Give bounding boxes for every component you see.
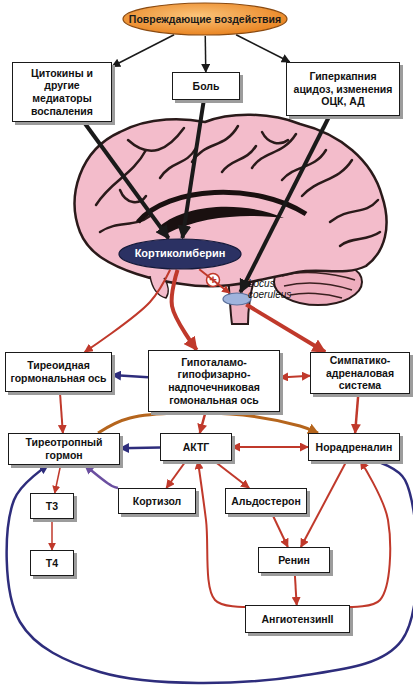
arrow-connector — [112, 375, 148, 377]
process-box: Цитокины и другие медиаторы воспаления — [12, 62, 112, 122]
nucleus-label: Locus coeruleus — [248, 278, 304, 300]
arrow-connector — [55, 465, 61, 493]
node-label: Цитокины и другие медиаторы воспаления — [16, 67, 108, 117]
node-label: Т4 — [46, 557, 58, 570]
ellipse-shape — [223, 293, 251, 305]
node-label: АнгиотензинII — [261, 613, 333, 626]
cerebellum-folds — [282, 273, 355, 298]
arrow-connector — [166, 461, 186, 488]
arrow-connector — [51, 519, 53, 550]
gyri — [96, 126, 380, 246]
stressor-ellipse: Повреждающие воздействия — [122, 2, 288, 36]
ventricle — [160, 207, 284, 234]
hormone-box: Ренин — [258, 547, 330, 573]
arrow-connector — [199, 269, 229, 293]
arrow-connector — [240, 116, 329, 292]
ellipse-shape — [123, 3, 287, 35]
axis-box: Гипоталамо-гипофизарно-надпочечниковая г… — [148, 350, 280, 412]
process-box: Боль — [172, 72, 240, 100]
plus-sign: + — [206, 271, 220, 289]
arrow-connector — [84, 122, 169, 238]
arrow-connector — [350, 461, 390, 607]
hormone-box: Альдостерон — [225, 488, 307, 514]
arrow-connector — [182, 100, 203, 238]
arrow-connector — [280, 376, 310, 378]
hormone-box: Т3 — [30, 493, 74, 519]
node-label: Альдостерон — [231, 495, 301, 508]
hormone-box: Т4 — [30, 550, 74, 576]
hormone-ellipse: Кортиколиберин — [118, 238, 242, 270]
node-label: Норадреналин — [316, 441, 393, 454]
arrow-connector — [272, 514, 288, 547]
arrow-connector — [246, 305, 325, 352]
hormone-box: Кортизол — [118, 488, 196, 514]
process-box: Гиперкапния ацидоз, изменения ОЦК, АД — [286, 62, 400, 116]
axis-box: Тиреоидная гормональная ось — [5, 352, 112, 392]
arrow-connector — [214, 461, 249, 488]
arrow-connector — [355, 394, 358, 433]
node-label: Ренин — [278, 554, 310, 567]
arrow-connector — [112, 35, 174, 67]
arrow-connector — [232, 446, 308, 448]
arrow-connector — [98, 413, 318, 433]
arrow-connector — [60, 392, 63, 433]
arrow-connector — [301, 461, 347, 547]
arrow-connector — [172, 270, 197, 350]
arrow-connector — [120, 446, 160, 449]
arrow-connector — [205, 36, 207, 72]
arrow-connector — [198, 461, 245, 607]
node-label: Т3 — [46, 500, 58, 513]
axis-box: Симпатико-адреналовая система — [310, 352, 410, 394]
node-label: Симпатико-адреналовая система — [314, 354, 406, 392]
cerebrum — [75, 115, 387, 286]
arrow-connector — [236, 35, 290, 62]
hormone-box: Тиреотропный гормон — [8, 433, 120, 465]
ellipse-outline — [222, 292, 252, 306]
node-label: Кортизол — [133, 495, 181, 508]
arrow-connector — [7, 461, 413, 683]
arrow-connector — [295, 573, 297, 605]
hormone-box: АнгиотензинII — [245, 605, 350, 633]
hormone-box: Норадреналин — [308, 433, 400, 461]
ellipse-shape — [119, 239, 241, 269]
node-label: Тиреоидная гормональная ось — [9, 359, 108, 384]
nucleus-ellipse: Locus coeruleus — [222, 292, 252, 306]
arrow-connector — [85, 270, 170, 352]
hormone-box: АКТГ — [160, 433, 232, 461]
arrow-connector — [200, 412, 206, 433]
node-label: Повреждающие воздействия — [129, 13, 281, 26]
node-label: Гиперкапния ацидоз, изменения ОЦК, АД — [290, 70, 396, 108]
node-label: Гипоталамо-гипофизарно-надпочечниковая г… — [152, 356, 276, 406]
node-label: Кортиколиберин — [135, 247, 226, 260]
node-label: Тиреотропный гормон — [12, 436, 116, 461]
arrow-connector — [85, 465, 118, 488]
node-label: Боль — [193, 80, 220, 93]
node-label: АКТГ — [183, 441, 210, 454]
